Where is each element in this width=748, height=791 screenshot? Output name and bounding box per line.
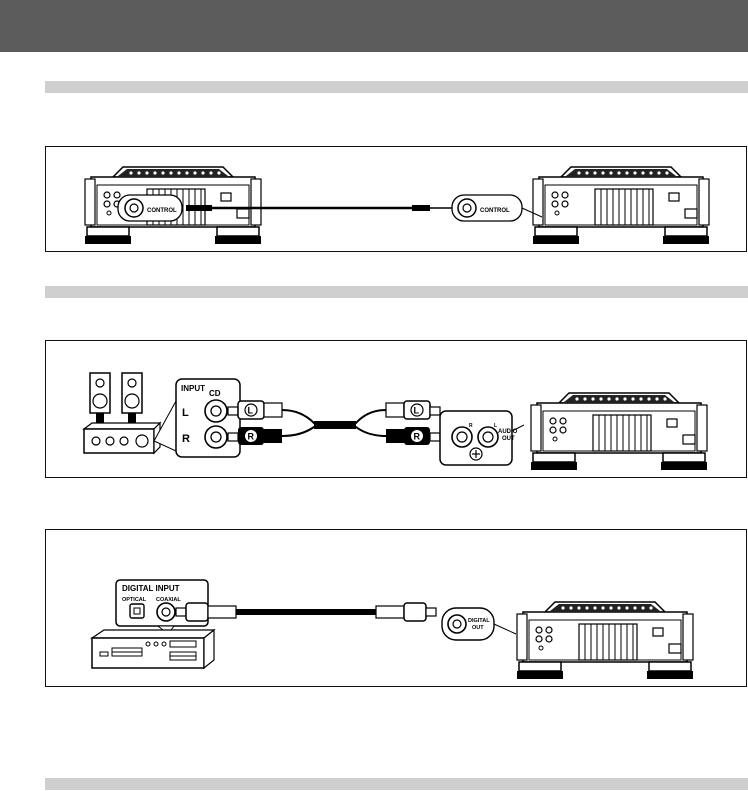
audio-cable [314,421,356,429]
input-label: INPUT [181,384,205,393]
input-r-label: R [182,433,190,445]
audio-out-text-1: AUDIO [498,429,518,435]
amplifier [82,421,162,455]
right-plug [412,205,430,211]
digital-connection-diagram: DIGITAL INPUT OPTICAL COAXIAL DIGITAL OU… [90,579,694,680]
figure-audio-connection: INPUT CD L R L R L R [45,340,747,478]
right-cd-player [532,166,710,245]
coax-plug-right [403,602,427,622]
section-bar-4 [45,778,748,790]
audio-out-callout [439,410,513,466]
top-banner [0,0,748,52]
audio-connection-diagram: INPUT CD L R L R L R [82,372,708,471]
audio-out-l-label: L [494,423,497,429]
right-control-label: CONTROL [480,208,510,214]
input-l-label: L [182,407,189,419]
figure-digital-connection: DIGITAL INPUT OPTICAL COAXIAL DIGITAL OU… [45,529,747,687]
plug-r-right-label: R [414,432,421,442]
coaxial-label: COAXIAL [156,597,181,603]
external-cd-deck [90,628,216,670]
section-bar-2 [45,286,748,298]
digital-input-label: DIGITAL INPUT [122,584,180,593]
audio-out-r-label: R [469,423,473,429]
speakers [89,372,143,427]
optical-label: OPTICAL [122,597,147,603]
plug-l-right-label: L [414,406,420,416]
plug-r-left-label: R [248,432,255,442]
digital-out-text-1: DIGITAL [468,618,490,624]
digital-out-text-2: OUT [472,625,484,631]
cd-label: CD [209,389,221,398]
left-control-label: CONTROL [147,208,177,214]
audio-out-text-2: OUT [502,436,515,442]
figure-control-connection: CONTROL CONTROL [45,146,747,252]
coax-plug-left [185,602,209,622]
plug-l-left-label: L [248,406,254,416]
section-bar-1 [45,81,748,93]
audio-cd-player [530,392,708,471]
control-connection-diagram: CONTROL CONTROL [84,166,710,245]
left-plug [186,205,212,211]
digital-cd-player [516,601,694,680]
coaxial-cable [236,609,376,615]
